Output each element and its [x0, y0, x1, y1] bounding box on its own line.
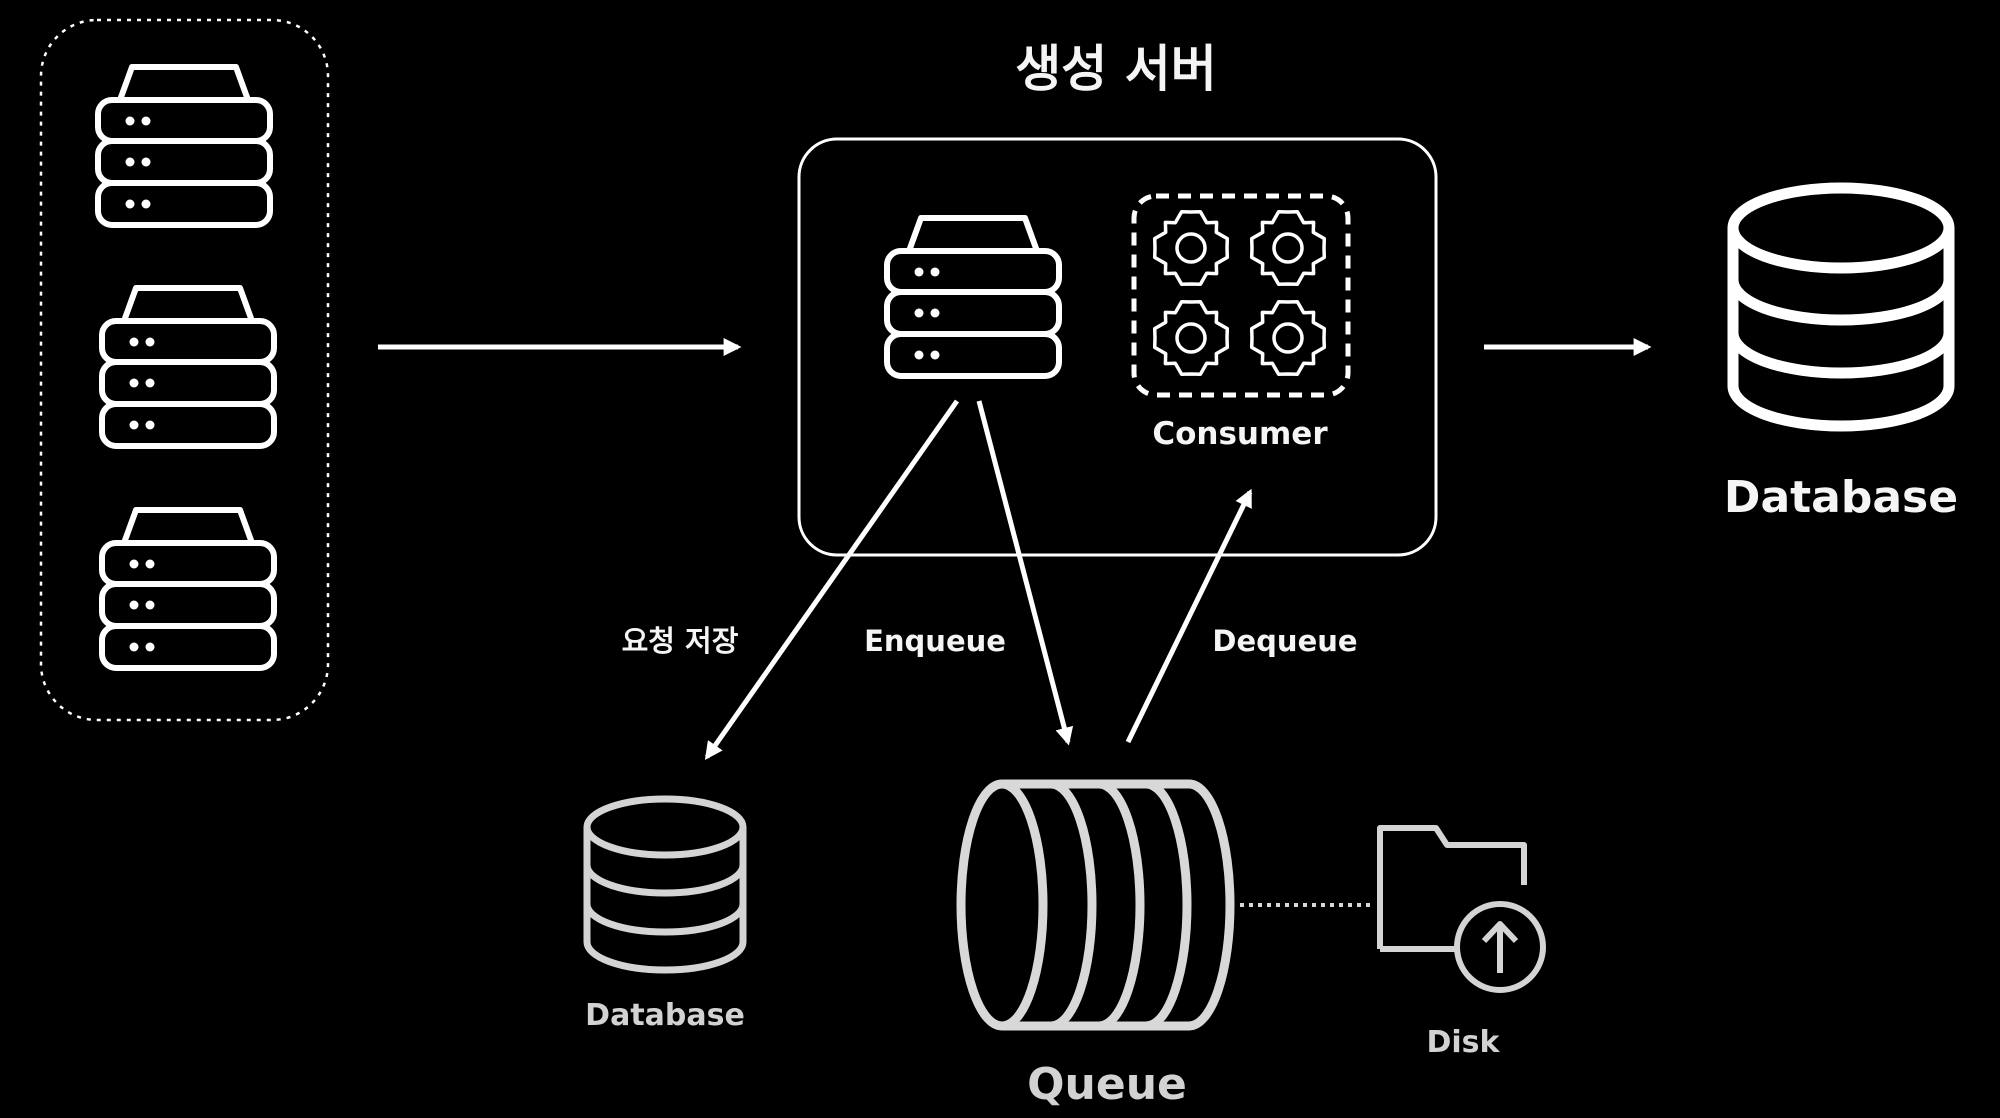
consumer-label: Consumer [1152, 416, 1328, 452]
small-database-label: Database [585, 998, 745, 1033]
client-server-rack-icon [102, 510, 274, 668]
gear-icon [1249, 299, 1327, 377]
dequeue-label: Dequeue [1212, 624, 1358, 658]
gear-icon [1249, 209, 1327, 287]
queue-label: Queue [1027, 1059, 1187, 1110]
queue-cylinder-icon [956, 779, 1235, 1031]
enqueue-label: Enqueue [864, 624, 1006, 658]
request-store-label: 요청 저장 [621, 624, 739, 658]
generation-server-title: 생성 서버 [1015, 40, 1217, 98]
client-group-dashed-border [39, 18, 330, 722]
generation-server-box [797, 137, 1438, 557]
client-server-rack-icon [98, 67, 270, 225]
database-label: Database [1723, 472, 1959, 523]
api-server-rack-icon [887, 218, 1059, 376]
gear-icon [1152, 299, 1230, 377]
arrow-request-store-icon [704, 399, 960, 760]
arrow-dequeue-icon [1125, 488, 1253, 744]
client-server-rack-icon [102, 288, 274, 446]
disk-label: Disk [1426, 1025, 1500, 1060]
gear-icon [1152, 209, 1230, 287]
small-database-icon [583, 795, 747, 974]
database-icon [1727, 182, 1955, 432]
folder-upload-icon [1377, 825, 1546, 993]
arrow-enqueue-icon [976, 400, 1074, 746]
